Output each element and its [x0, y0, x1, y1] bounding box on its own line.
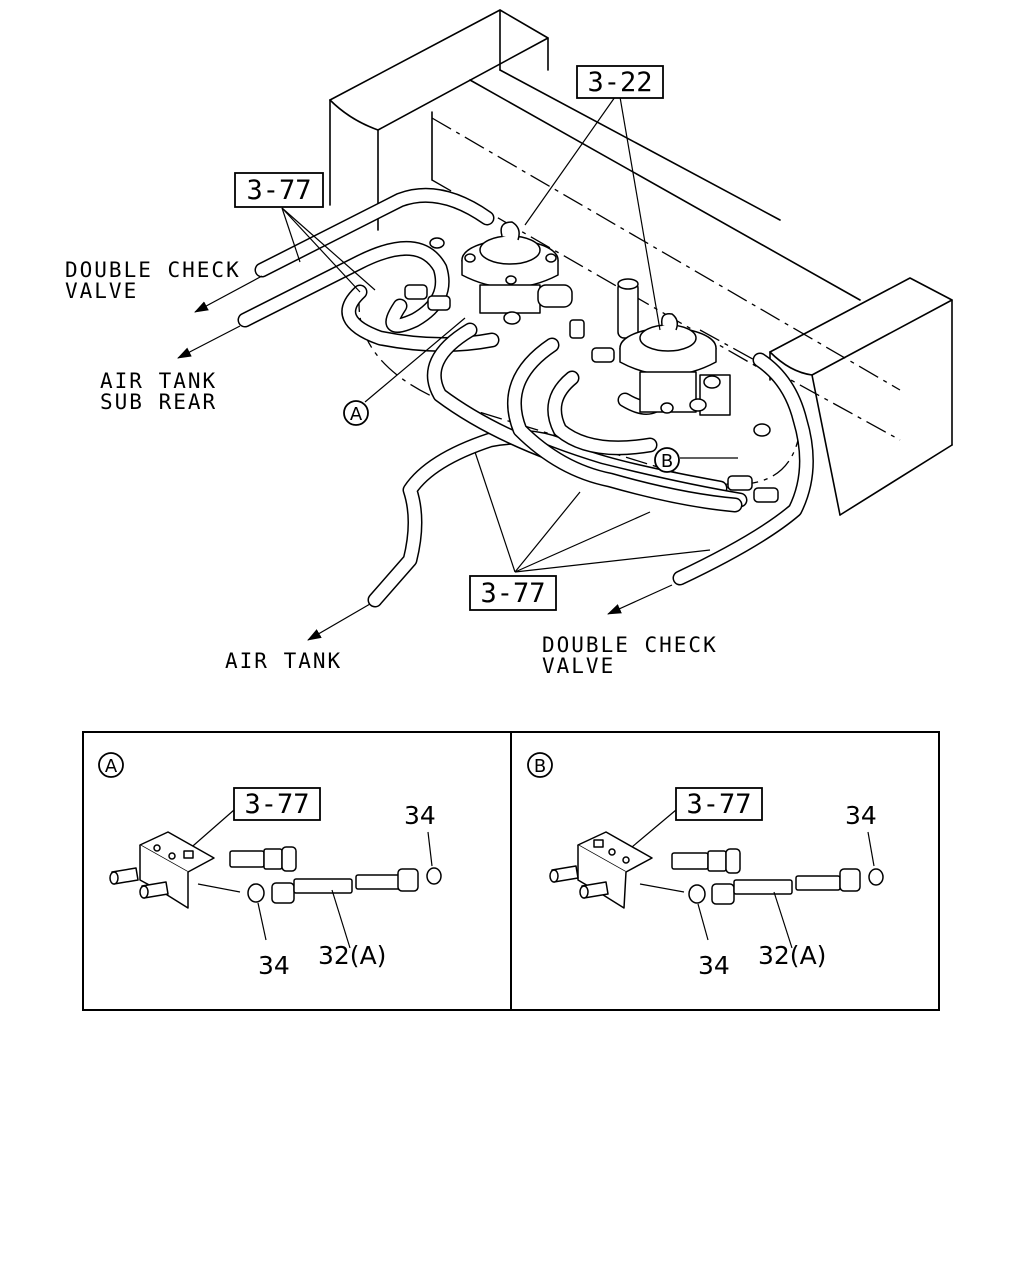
label-air-tank: AIR TANK	[225, 649, 342, 673]
detail-a-washer-upper: 34	[404, 801, 436, 830]
leader-lines	[281, 96, 738, 573]
ref-box-bottom-center: 3-77	[469, 575, 557, 611]
callout-b: B	[654, 447, 680, 473]
label-double-check-left-line1: DOUBLE CHECK	[65, 258, 241, 282]
valve-left	[404, 221, 585, 339]
label-air-tank-sub-rear-line1: AIR TANK	[100, 369, 217, 393]
ref-number: 3-77	[246, 175, 311, 206]
label-double-check-right-line2: VALVE	[542, 654, 615, 678]
detail-a-marker: A	[105, 756, 118, 777]
direction-arrows	[177, 275, 673, 641]
detail-b-hose: 32(A)	[758, 941, 826, 970]
label-air-tank-sub-rear-line2: SUB REAR	[100, 390, 217, 414]
callout-letter: A	[350, 404, 363, 425]
detail-a-washer-lower: 34	[258, 951, 290, 980]
ref-number: 3-22	[587, 67, 652, 98]
detail-a-hose: 32(A)	[318, 941, 386, 970]
frame-side-member	[699, 277, 953, 516]
detail-b-washer-upper: 34	[845, 801, 877, 830]
detail-b-ref: 3-77	[686, 789, 751, 820]
detail-b-panel: B 3-77 34 34 32(A)	[527, 752, 884, 980]
valve-right	[591, 278, 779, 503]
label-double-check-right-line1: DOUBLE CHECK	[542, 633, 718, 657]
ref-box-top-center: 3-22	[576, 65, 664, 99]
main-assembly-view: 3-22 3-77 3-77 A B DOUBLE CHECK VALVE AI…	[65, 9, 953, 678]
air-pipes	[237, 187, 814, 608]
ref-box-top-left: 3-77	[234, 172, 324, 208]
callout-a: A	[343, 400, 369, 426]
ref-number: 3-77	[480, 578, 545, 609]
label-double-check-left-line2: VALVE	[65, 279, 138, 303]
detail-a-panel: A 3-77 34 34 32(A)	[98, 752, 442, 980]
detail-b-marker: B	[534, 756, 546, 777]
detail-a-ref: 3-77	[244, 789, 309, 820]
detail-b-washer-lower: 34	[698, 951, 730, 980]
callout-letter: B	[661, 451, 673, 472]
